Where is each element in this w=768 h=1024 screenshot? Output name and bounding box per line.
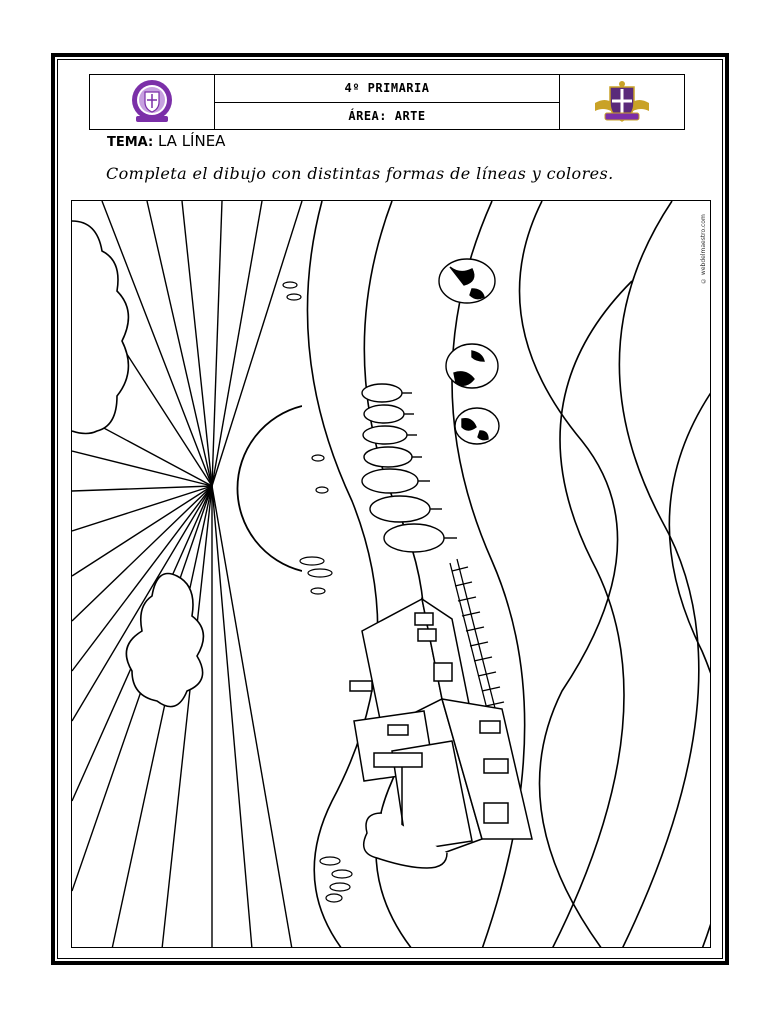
inner-border [57,59,723,959]
coloring-drawing [71,200,711,948]
topic-line: TEMA: LA LÍNEA [107,132,225,150]
right-logo-cell [559,75,684,129]
header-table: 4º PRIMARIA ÁREA: ARTE [89,74,685,130]
area-label: ÁREA: ARTE [348,108,426,123]
tree-row [361,383,457,553]
outer-border [51,53,729,965]
hill-4 [518,201,619,947]
left-cloud [72,220,130,435]
cows [438,258,500,445]
lower-cloud [125,572,205,708]
farm-house [349,597,533,869]
small-trees [282,281,353,903]
landscape-illustration [72,201,710,947]
sun [236,405,303,572]
credit-text: © webdelmaestro.com [700,214,707,284]
topic-label: TEMA: [107,135,154,150]
hill-6 [618,201,700,947]
grade-label: 4º PRIMARIA [215,75,559,103]
school-logo-icon [132,80,172,122]
crest-logo-icon [595,81,649,122]
hill-7 [668,392,710,947]
hill-5 [552,280,633,947]
fence [449,558,505,722]
left-logo-cell [90,75,215,129]
header-center: 4º PRIMARIA ÁREA: ARTE [215,75,559,129]
sun-rays [72,201,303,947]
topic-value: LA LÍNEA [157,132,226,150]
instruction-text: Completa el dibujo con distintas formas … [106,164,614,183]
hill-1 [306,201,379,947]
